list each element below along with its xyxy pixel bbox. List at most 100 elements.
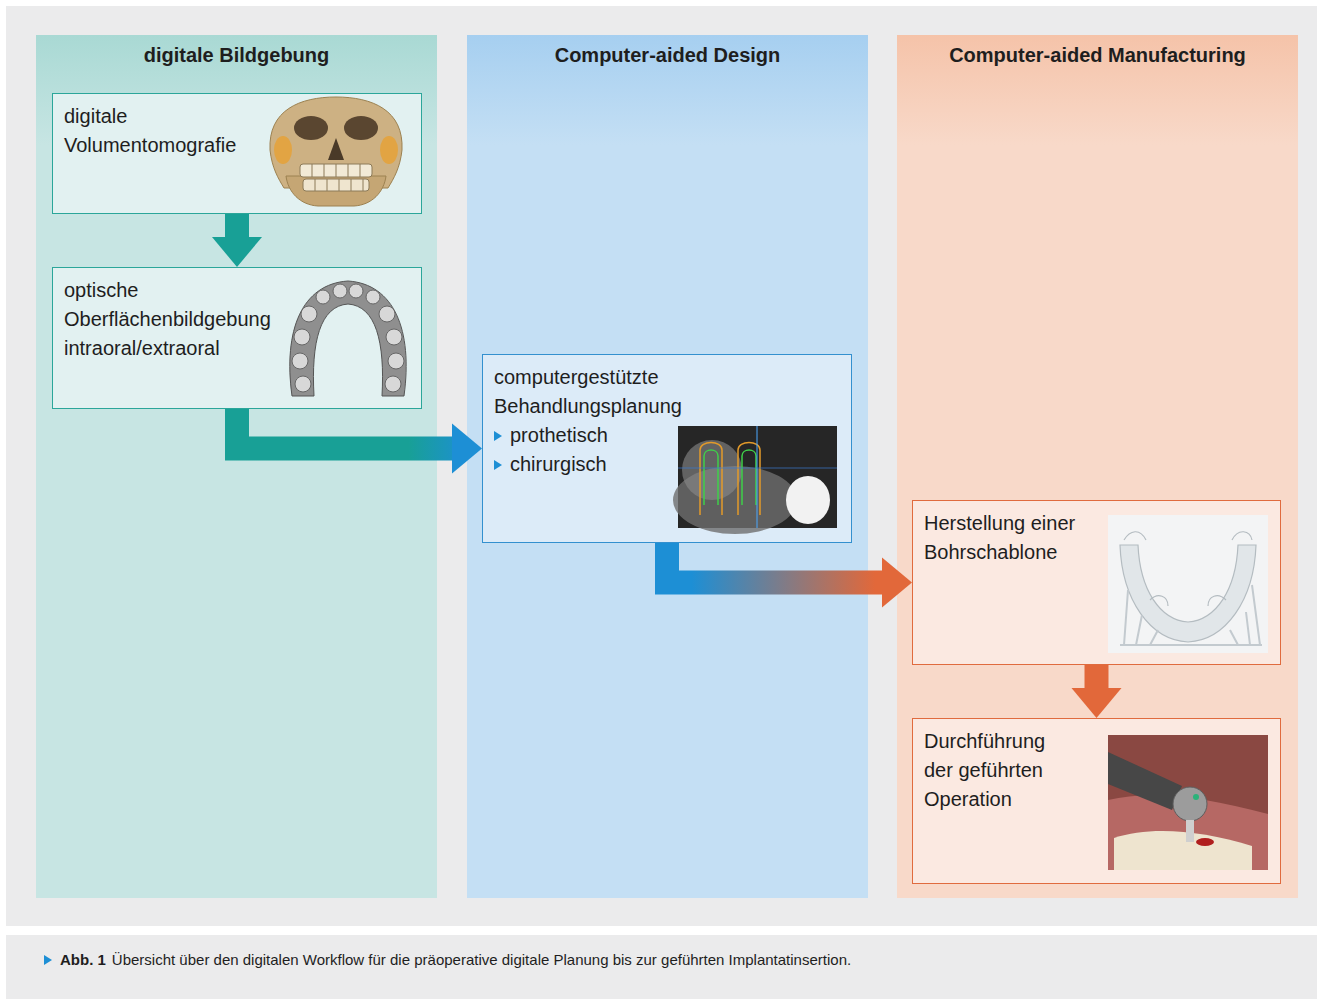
- arch-tooth: [333, 284, 347, 298]
- stage-band: digitale Bildgebung digitale Volumentomog…: [36, 35, 437, 898]
- skull-tooth-lines: [312, 164, 363, 191]
- stage-band: Computer-aided ManufacturingHerstellung …: [897, 35, 1298, 898]
- skull-eye-socket: [294, 116, 328, 140]
- photo-indicator: [1193, 794, 1199, 800]
- arch-tooth: [366, 290, 380, 304]
- box-label: Herstellung einer Bohrschablone: [924, 509, 1109, 567]
- process-box: Herstellung einer Bohrschablone: [912, 500, 1281, 665]
- arrow-shaft: [237, 409, 452, 449]
- process-box: digitale Volumentomografie: [52, 93, 422, 214]
- arrow-head: [212, 237, 262, 267]
- ct-bone: [682, 440, 742, 500]
- box-label: digitale Volumentomografie: [64, 102, 264, 160]
- photo-driver: [1186, 820, 1194, 842]
- box-title-row: Durchführung der geführten Operation: [924, 727, 1079, 814]
- box-title-row: digitale Volumentomografie: [64, 102, 264, 160]
- skull-zygoma: [380, 136, 398, 164]
- process-box: Durchführung der geführten Operation: [912, 718, 1281, 884]
- skull-mandible: [286, 176, 386, 206]
- box-label: computergestützte Behandlungsplanung: [494, 363, 724, 421]
- skull-nose: [328, 138, 344, 160]
- arrow-head: [1072, 688, 1122, 718]
- stage-band: Computer-aided Design computergestützte B…: [467, 35, 868, 898]
- process-box: optische Oberflächenbildgebung intraoral…: [52, 267, 422, 409]
- ct-guide-line: [678, 468, 837, 469]
- arrow-shaft: [1085, 665, 1109, 688]
- box-text-group: computergestützte Behandlungsplanungprot…: [494, 363, 724, 479]
- surgery-photo: [1108, 735, 1268, 870]
- list-label: prothetisch: [510, 421, 608, 450]
- arch-tooth: [349, 284, 363, 298]
- planning-ct-image: [673, 426, 837, 534]
- figure-caption: Abb. 1 Übersicht über den digitalen Workf…: [44, 950, 851, 970]
- list-item: chirurgisch: [494, 450, 724, 479]
- bullet-triangle: [494, 460, 502, 470]
- skull-lower-teeth: [303, 179, 369, 191]
- box-text-group: Herstellung einer Bohrschablone: [924, 509, 1109, 567]
- stage-heading: digitale Bildgebung: [36, 35, 437, 67]
- flow-arrow: [212, 214, 262, 267]
- ct-implant-outline: [700, 443, 722, 516]
- flow-arrow: [237, 409, 482, 474]
- stage-heading: Computer-aided Manufacturing: [897, 35, 1298, 67]
- arch-tooth: [388, 353, 404, 369]
- ct-implant-outline: [738, 443, 760, 516]
- photo-template: [1114, 831, 1252, 870]
- flow-arrow: [1072, 665, 1122, 718]
- arch-teeth: [292, 284, 404, 392]
- ct-guide-line: [757, 426, 758, 528]
- caption-text: Übersicht über den digitalen Workflow fü…: [112, 950, 851, 970]
- skull-cranium: [270, 97, 402, 188]
- box-title-row: optische Oberflächenbildgebung intraoral…: [64, 276, 279, 363]
- arrow-shaft: [667, 543, 882, 583]
- arrow-head: [452, 424, 482, 474]
- caption-panel: [6, 935, 1317, 999]
- bullet-triangle: [494, 431, 502, 441]
- photo-gum: [1108, 795, 1268, 870]
- bullet-triangle: [44, 955, 52, 965]
- arrow-shaft: [225, 214, 249, 237]
- arch-tooth: [316, 290, 330, 304]
- list-label: chirurgisch: [510, 450, 607, 479]
- template-teeth: [1124, 532, 1252, 606]
- box-label: optische Oberflächenbildgebung intraoral…: [64, 276, 279, 363]
- arch-tooth: [385, 376, 401, 392]
- skull-eye-socket: [344, 116, 378, 140]
- arch-tooth: [386, 329, 402, 345]
- template-struts: [1120, 585, 1262, 645]
- arch-tooth: [301, 306, 317, 322]
- list-item: prothetisch: [494, 421, 724, 450]
- box-label: Durchführung der geführten Operation: [924, 727, 1079, 814]
- arch-tooth: [292, 353, 308, 369]
- drill-template-image: [1108, 515, 1268, 653]
- photo-ground: [1108, 735, 1268, 870]
- arrow-head: [882, 558, 912, 608]
- dvt-skull-image: [270, 97, 402, 206]
- photo-handpiece: [1108, 752, 1182, 810]
- ct-implant-axis: [704, 450, 756, 505]
- ct-bone: [673, 466, 797, 534]
- arch-tooth: [379, 306, 395, 322]
- process-box: computergestützte Behandlungsplanungprot…: [482, 354, 852, 543]
- box-text-group: digitale Volumentomografie: [64, 102, 264, 160]
- template-ground: [1108, 515, 1268, 653]
- figure-number: Abb. 1: [60, 950, 106, 970]
- arch-tooth: [295, 376, 311, 392]
- box-title-row: Herstellung einer Bohrschablone: [924, 509, 1109, 567]
- surface-scan-image: [290, 281, 406, 396]
- photo-handpiece-head: [1173, 787, 1207, 821]
- box-text-group: Durchführung der geführten Operation: [924, 727, 1079, 814]
- ct-ground: [678, 426, 837, 528]
- stage-heading: Computer-aided Design: [467, 35, 868, 67]
- flow-arrow: [667, 543, 912, 608]
- skull-zygoma: [274, 136, 292, 164]
- box-text-group: optische Oberflächenbildgebung intraoral…: [64, 276, 279, 363]
- photo-blood: [1196, 838, 1214, 846]
- box-title-row: computergestützte Behandlungsplanung: [494, 363, 724, 421]
- arch-shape: [290, 281, 406, 396]
- template-arch: [1120, 545, 1256, 642]
- arch-tooth: [294, 329, 310, 345]
- ct-tooth: [786, 476, 830, 524]
- skull-upper-teeth: [300, 164, 372, 177]
- figure-panel: [6, 6, 1317, 926]
